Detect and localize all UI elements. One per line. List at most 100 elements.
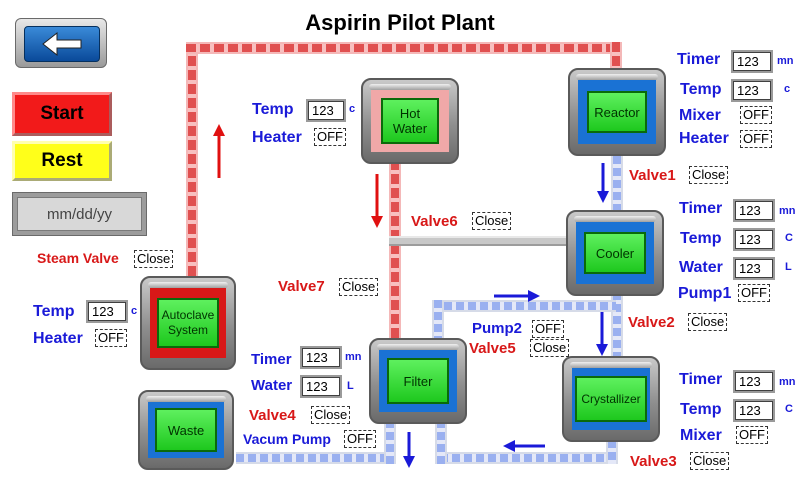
steam-pipe-top xyxy=(186,42,622,54)
cooler-temp-unit: C xyxy=(785,232,793,244)
autoclave-temp-unit: c xyxy=(131,305,138,317)
crystallizer-temp-field[interactable]: 123 xyxy=(733,399,775,422)
cooler-temp-label: Temp xyxy=(680,230,722,247)
pump1-label: Pump1 xyxy=(678,285,732,302)
back-button[interactable] xyxy=(15,18,107,68)
steam-valve-status[interactable]: Close xyxy=(134,250,174,268)
hot-water-button[interactable]: Hot Water xyxy=(381,98,439,144)
reactor-cooler-pipe xyxy=(611,156,623,212)
pump1-status[interactable]: OFF xyxy=(738,284,770,302)
valve3-label: Valve3 xyxy=(630,453,677,470)
valve5-status[interactable]: Close xyxy=(530,339,570,357)
hot-water-temp-label: Temp xyxy=(252,101,294,118)
valve5-label: Valve5 xyxy=(469,340,516,357)
filter-tank: Filter xyxy=(369,338,467,424)
filter-timer-field[interactable]: 123 xyxy=(300,346,342,369)
cooler-water-unit: L xyxy=(785,261,792,273)
cooler-timer-field[interactable]: 123 xyxy=(733,199,775,222)
valve1-status[interactable]: Close xyxy=(689,166,729,184)
steam-pipe-reactor xyxy=(610,42,622,72)
filter-water-unit: L xyxy=(347,380,354,392)
hot-water-heater-label: Heater xyxy=(252,129,302,146)
valve1-label: Valve1 xyxy=(629,167,676,184)
valve6-label: Valve6 xyxy=(411,213,458,230)
valve6-status[interactable]: Close xyxy=(472,212,512,230)
cooler-tank: Cooler xyxy=(566,210,664,296)
reactor-heater-label: Heater xyxy=(679,130,729,147)
arrow-right-icon xyxy=(494,290,540,302)
autoclave-heater-status[interactable]: OFF xyxy=(95,329,127,347)
filter-out-pipe xyxy=(384,420,396,464)
vacum-pump-label: Vacum Pump xyxy=(243,431,331,447)
cooler-water-label: Water xyxy=(679,259,723,276)
crystallizer-mixer-label: Mixer xyxy=(680,427,722,444)
reactor-temp-unit: c xyxy=(784,83,791,95)
arrow-up-icon xyxy=(213,124,225,178)
cooler-timer-unit: mn xyxy=(779,205,796,217)
arrow-left-icon xyxy=(503,440,545,452)
cooler-water-field[interactable]: 123 xyxy=(733,257,775,280)
hot-water-temp-unit: c xyxy=(349,103,356,115)
crystallizer-mixer-status[interactable]: OFF xyxy=(736,426,768,444)
filter-water-field[interactable]: 123 xyxy=(300,375,342,398)
valve7-status[interactable]: Close xyxy=(339,278,379,296)
steam-pipe-vertical xyxy=(186,42,198,282)
waste-button[interactable]: Waste xyxy=(155,408,217,452)
filter-water-label: Water xyxy=(251,377,293,394)
hot-water-pipe xyxy=(389,160,401,345)
arrow-left-icon xyxy=(42,31,82,57)
cooler-timer-label: Timer xyxy=(679,200,723,217)
crystallizer-timer-label: Timer xyxy=(679,371,723,388)
pump2-label: Pump2 xyxy=(472,320,523,337)
cooler-button[interactable]: Cooler xyxy=(584,232,646,274)
reactor-heater-status[interactable]: OFF xyxy=(740,130,772,148)
valve4-label: Valve4 xyxy=(249,407,296,424)
autoclave-button[interactable]: Autoclave System xyxy=(157,298,219,348)
reactor-button[interactable]: Reactor xyxy=(587,91,647,133)
crystallizer-tank: Crystallizer xyxy=(562,356,660,442)
vacum-pump-status[interactable]: OFF xyxy=(344,430,376,448)
arrow-down-icon xyxy=(371,174,383,228)
cooler-return-pipe xyxy=(389,236,569,246)
reactor-mixer-status[interactable]: OFF xyxy=(740,106,772,124)
page-title: Aspirin Pilot Plant xyxy=(305,10,495,35)
reactor-timer-label: Timer xyxy=(677,51,721,68)
crystallizer-timer-unit: mn xyxy=(779,376,796,388)
reactor-temp-label: Temp xyxy=(680,81,722,98)
valve4-status[interactable]: Close xyxy=(311,406,351,424)
cooler-temp-field[interactable]: 123 xyxy=(733,228,775,251)
hot-water-temp-field[interactable]: 123 xyxy=(306,99,346,122)
autoclave-temp-field[interactable]: 123 xyxy=(86,300,128,323)
reactor-timer-field[interactable]: 123 xyxy=(731,50,773,73)
valve7-label: Valve7 xyxy=(278,278,325,295)
filter-right-pipe xyxy=(435,420,447,464)
pump2-status[interactable]: OFF xyxy=(532,320,564,338)
crystallizer-return-pipe xyxy=(440,452,618,464)
start-button[interactable]: Start xyxy=(12,92,112,136)
filter-timer-unit: mn xyxy=(345,351,362,363)
autoclave-heater-label: Heater xyxy=(33,330,83,347)
reactor-tank: Reactor xyxy=(568,68,666,156)
steam-valve-label: Steam Valve xyxy=(37,250,119,266)
crystallizer-temp-label: Temp xyxy=(680,401,722,418)
hot-water-heater-status[interactable]: OFF xyxy=(314,128,346,146)
reactor-mixer-label: Mixer xyxy=(679,107,721,124)
rest-button[interactable]: Rest xyxy=(12,141,112,181)
arrow-down-icon xyxy=(403,432,415,468)
pump2-pipe-down xyxy=(432,300,444,344)
autoclave-tank: Autoclave System xyxy=(140,276,236,370)
waste-tank: Waste xyxy=(138,390,234,470)
crystallizer-temp-unit: C xyxy=(785,403,793,415)
valve3-status[interactable]: Close xyxy=(690,452,730,470)
autoclave-temp-label: Temp xyxy=(33,303,75,320)
reactor-temp-field[interactable]: 123 xyxy=(731,79,773,102)
arrow-down-icon xyxy=(596,312,608,356)
filter-timer-label: Timer xyxy=(251,351,292,368)
crystallizer-button[interactable]: Crystallizer xyxy=(575,376,647,422)
date-placeholder: mm/dd/yy xyxy=(17,197,142,231)
date-field[interactable]: mm/dd/yy xyxy=(12,192,147,236)
crystallizer-timer-field[interactable]: 123 xyxy=(733,370,775,393)
filter-button[interactable]: Filter xyxy=(387,358,449,404)
valve2-status[interactable]: Close xyxy=(688,313,728,331)
filter-waste-pipe xyxy=(236,452,394,464)
